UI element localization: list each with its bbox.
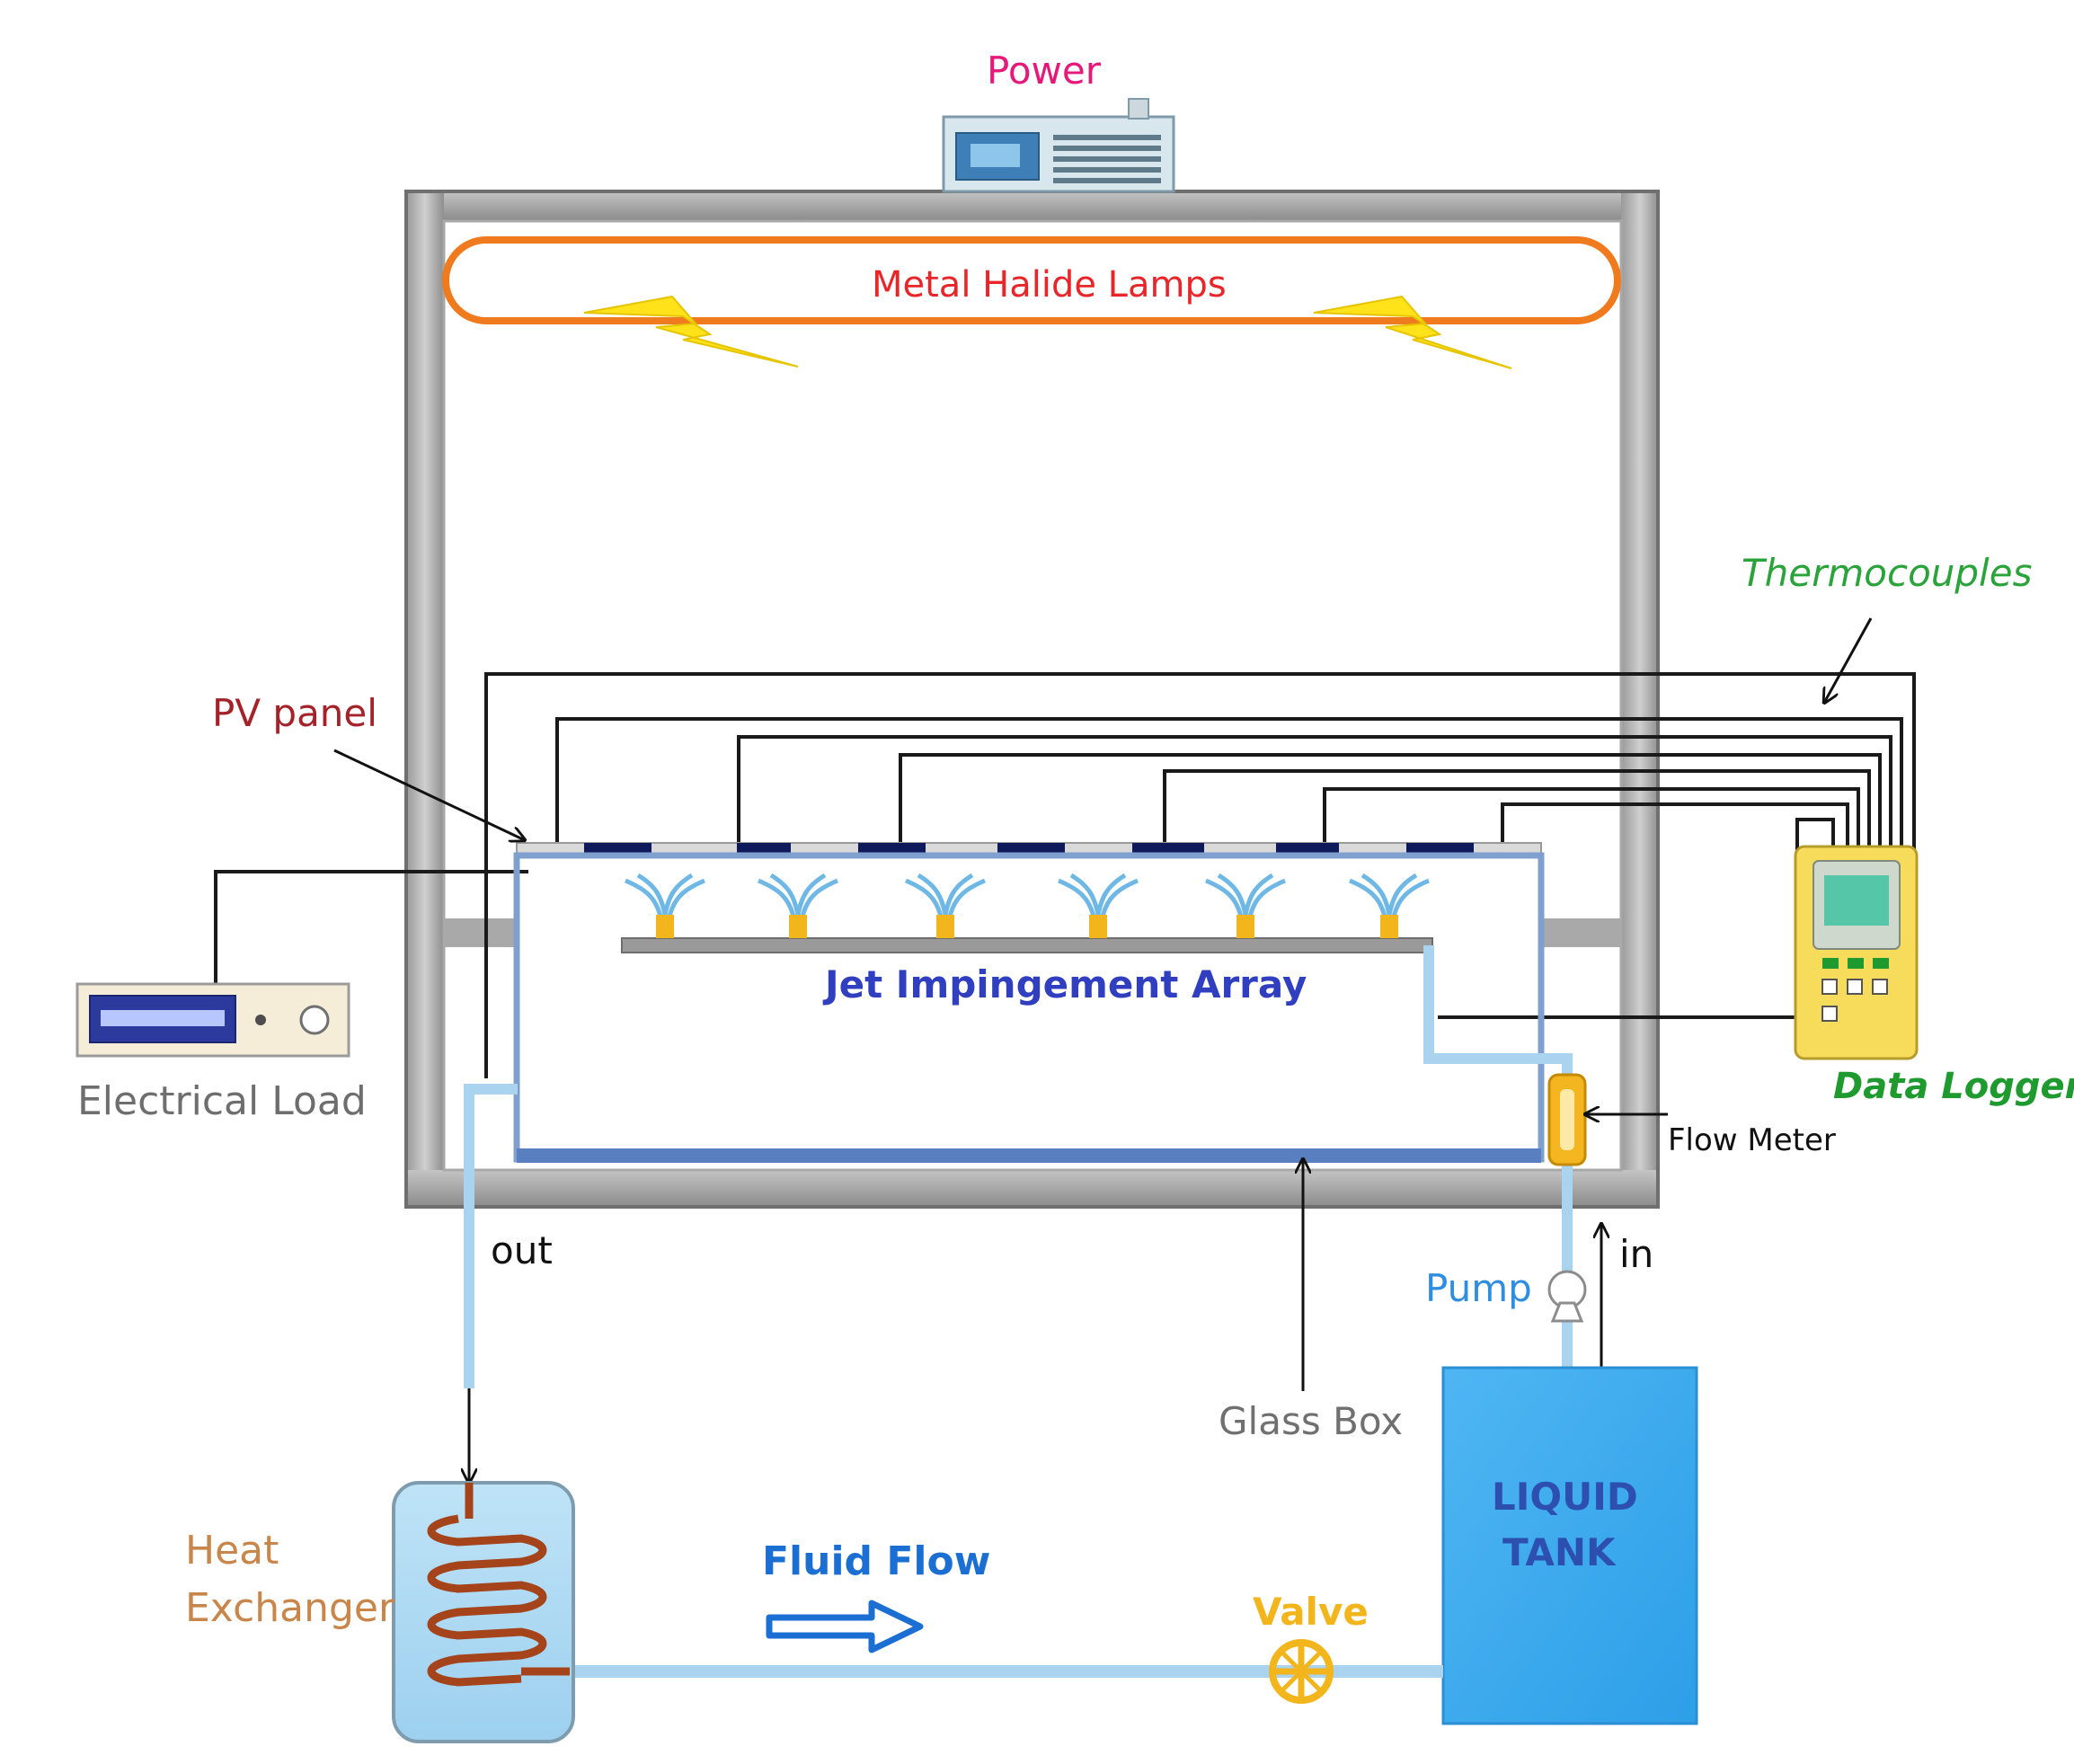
lightning-icon	[1313, 295, 1512, 369]
nozzle-icon	[1205, 873, 1286, 938]
nozzle-icons	[625, 873, 1430, 938]
lightning-icon	[583, 295, 799, 368]
fluid-flow-label: Fluid Flow	[762, 1538, 990, 1584]
in-label: in	[1619, 1232, 1653, 1276]
flow-meter-label: Flow Meter	[1668, 1122, 1836, 1158]
electrical-load-label: Electrical Load	[77, 1078, 367, 1124]
nozzle-icon	[625, 873, 705, 938]
tank-label-line1: LIQUID	[1492, 1475, 1638, 1519]
arrow-icon	[766, 1600, 924, 1653]
heat-exchanger-label-line2: Exchanger	[185, 1585, 395, 1631]
pv-panel-arrow	[333, 749, 525, 840]
valve-label: Valve	[1253, 1590, 1369, 1634]
enclosure-frame	[404, 190, 1660, 1209]
pump-icon	[1547, 1270, 1587, 1323]
jet-array-label: Jet Impingement Array	[822, 962, 1307, 1006]
heat-exchanger-coil-icon	[427, 1483, 570, 1687]
nozzle-icon	[905, 873, 986, 938]
electrical-load-icon	[75, 982, 350, 1058]
pump-label: Pump	[1425, 1266, 1532, 1310]
outlet-pipe	[464, 1084, 518, 1388]
lamps-label: Metal Halide Lamps	[872, 264, 1227, 306]
nozzle-icon	[758, 873, 838, 938]
thermocouples-label: Thermocouples	[1742, 551, 2032, 595]
data-logger-icon	[1794, 845, 1919, 1060]
thermocouples-arrow	[1824, 617, 1873, 703]
tank-label-line2: TANK	[1502, 1530, 1617, 1574]
power-supply-icon	[942, 98, 1175, 193]
thermocouple-wires	[214, 672, 1916, 1078]
glass-box-label: Glass Box	[1219, 1399, 1403, 1443]
flow-meter-icon	[1547, 1073, 1587, 1166]
data-logger-label: Data Logger	[1833, 1066, 2074, 1107]
valve-icon	[1269, 1639, 1334, 1704]
nozzle-icon	[1058, 873, 1139, 938]
pv-panel-label: PV panel	[212, 691, 377, 735]
out-label: out	[491, 1228, 553, 1272]
glass-box	[513, 852, 1545, 1163]
heat-exchanger-icon	[392, 1481, 575, 1743]
nozzle-icon	[1349, 873, 1430, 938]
lamp-ring	[442, 236, 1621, 324]
power-label: Power	[987, 49, 1102, 93]
liquid-tank-icon	[1441, 1366, 1698, 1725]
jet-manifold	[621, 937, 1573, 1078]
heat-exchanger-label-line1: Heat	[185, 1528, 279, 1573]
